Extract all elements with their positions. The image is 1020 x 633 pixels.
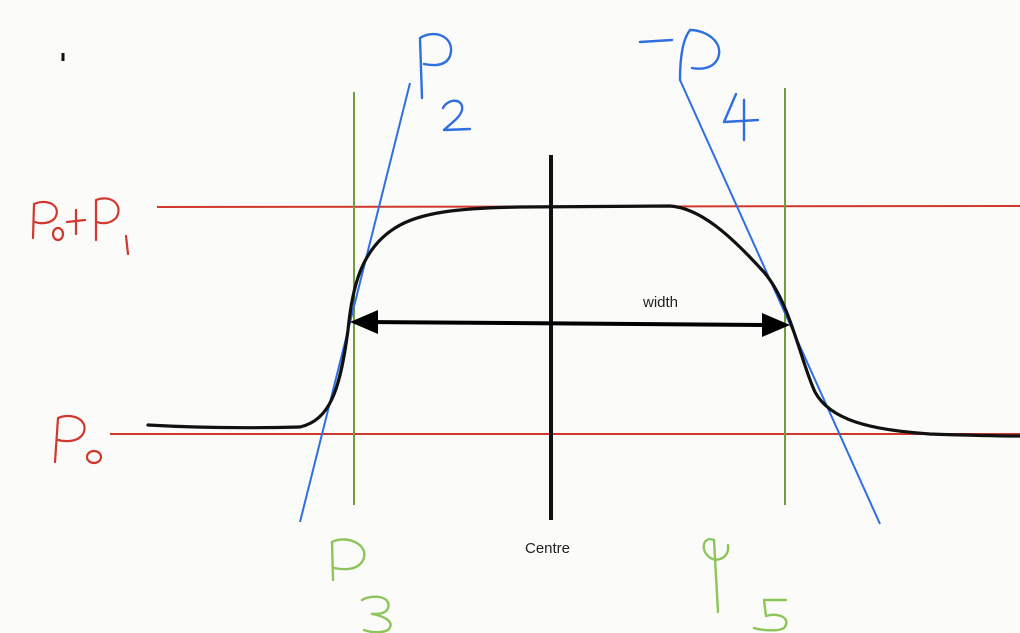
width-arrow <box>350 310 790 337</box>
right-slope-line <box>679 79 881 525</box>
width-label: width <box>642 294 678 311</box>
profile-curve <box>146 204 1020 438</box>
p0-plus-p1-label <box>31 197 130 256</box>
minus-p4-label <box>638 28 760 142</box>
p2-label <box>418 32 472 132</box>
centre-label: Centre <box>525 540 570 557</box>
p3-label <box>330 538 392 633</box>
p5-label <box>702 538 788 632</box>
p0-label <box>53 414 103 465</box>
left-slope-line <box>299 82 411 523</box>
